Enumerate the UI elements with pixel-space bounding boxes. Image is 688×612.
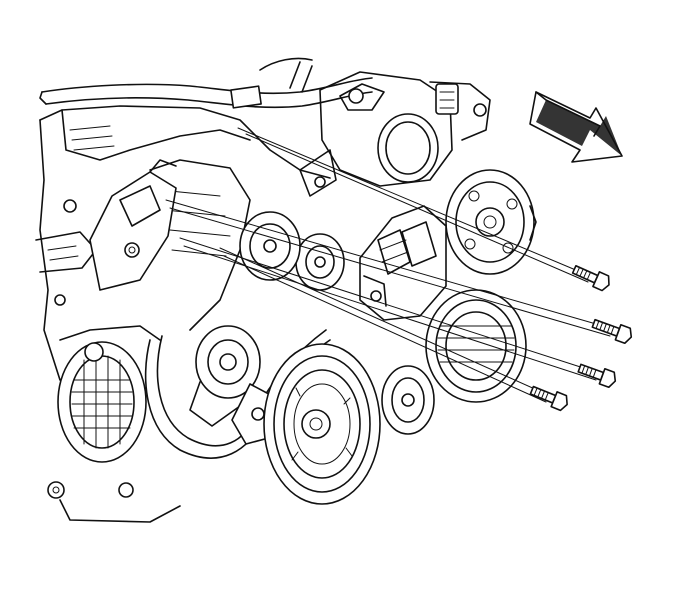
- bolt-alignment-lines: [165, 127, 611, 403]
- idler-pulley-mid: [295, 233, 345, 291]
- idler-pulley-lower: [381, 365, 435, 435]
- power-steering-pulley: [445, 169, 537, 275]
- alternator: [47, 325, 181, 523]
- bolt-3: [577, 363, 617, 389]
- crankshaft-balancer: [263, 343, 381, 505]
- water-pump-pulley: [239, 211, 301, 281]
- bolt-1: [571, 264, 610, 292]
- engine-block: [35, 105, 331, 381]
- front-direction-arrow-icon: [529, 91, 623, 163]
- accessory-bracket: [359, 205, 447, 321]
- bolt-2: [591, 318, 633, 345]
- throttle-body: [299, 71, 491, 197]
- bolt-4: [529, 385, 568, 412]
- left-mount-bracket: [89, 159, 177, 291]
- upper-hose: [39, 57, 373, 109]
